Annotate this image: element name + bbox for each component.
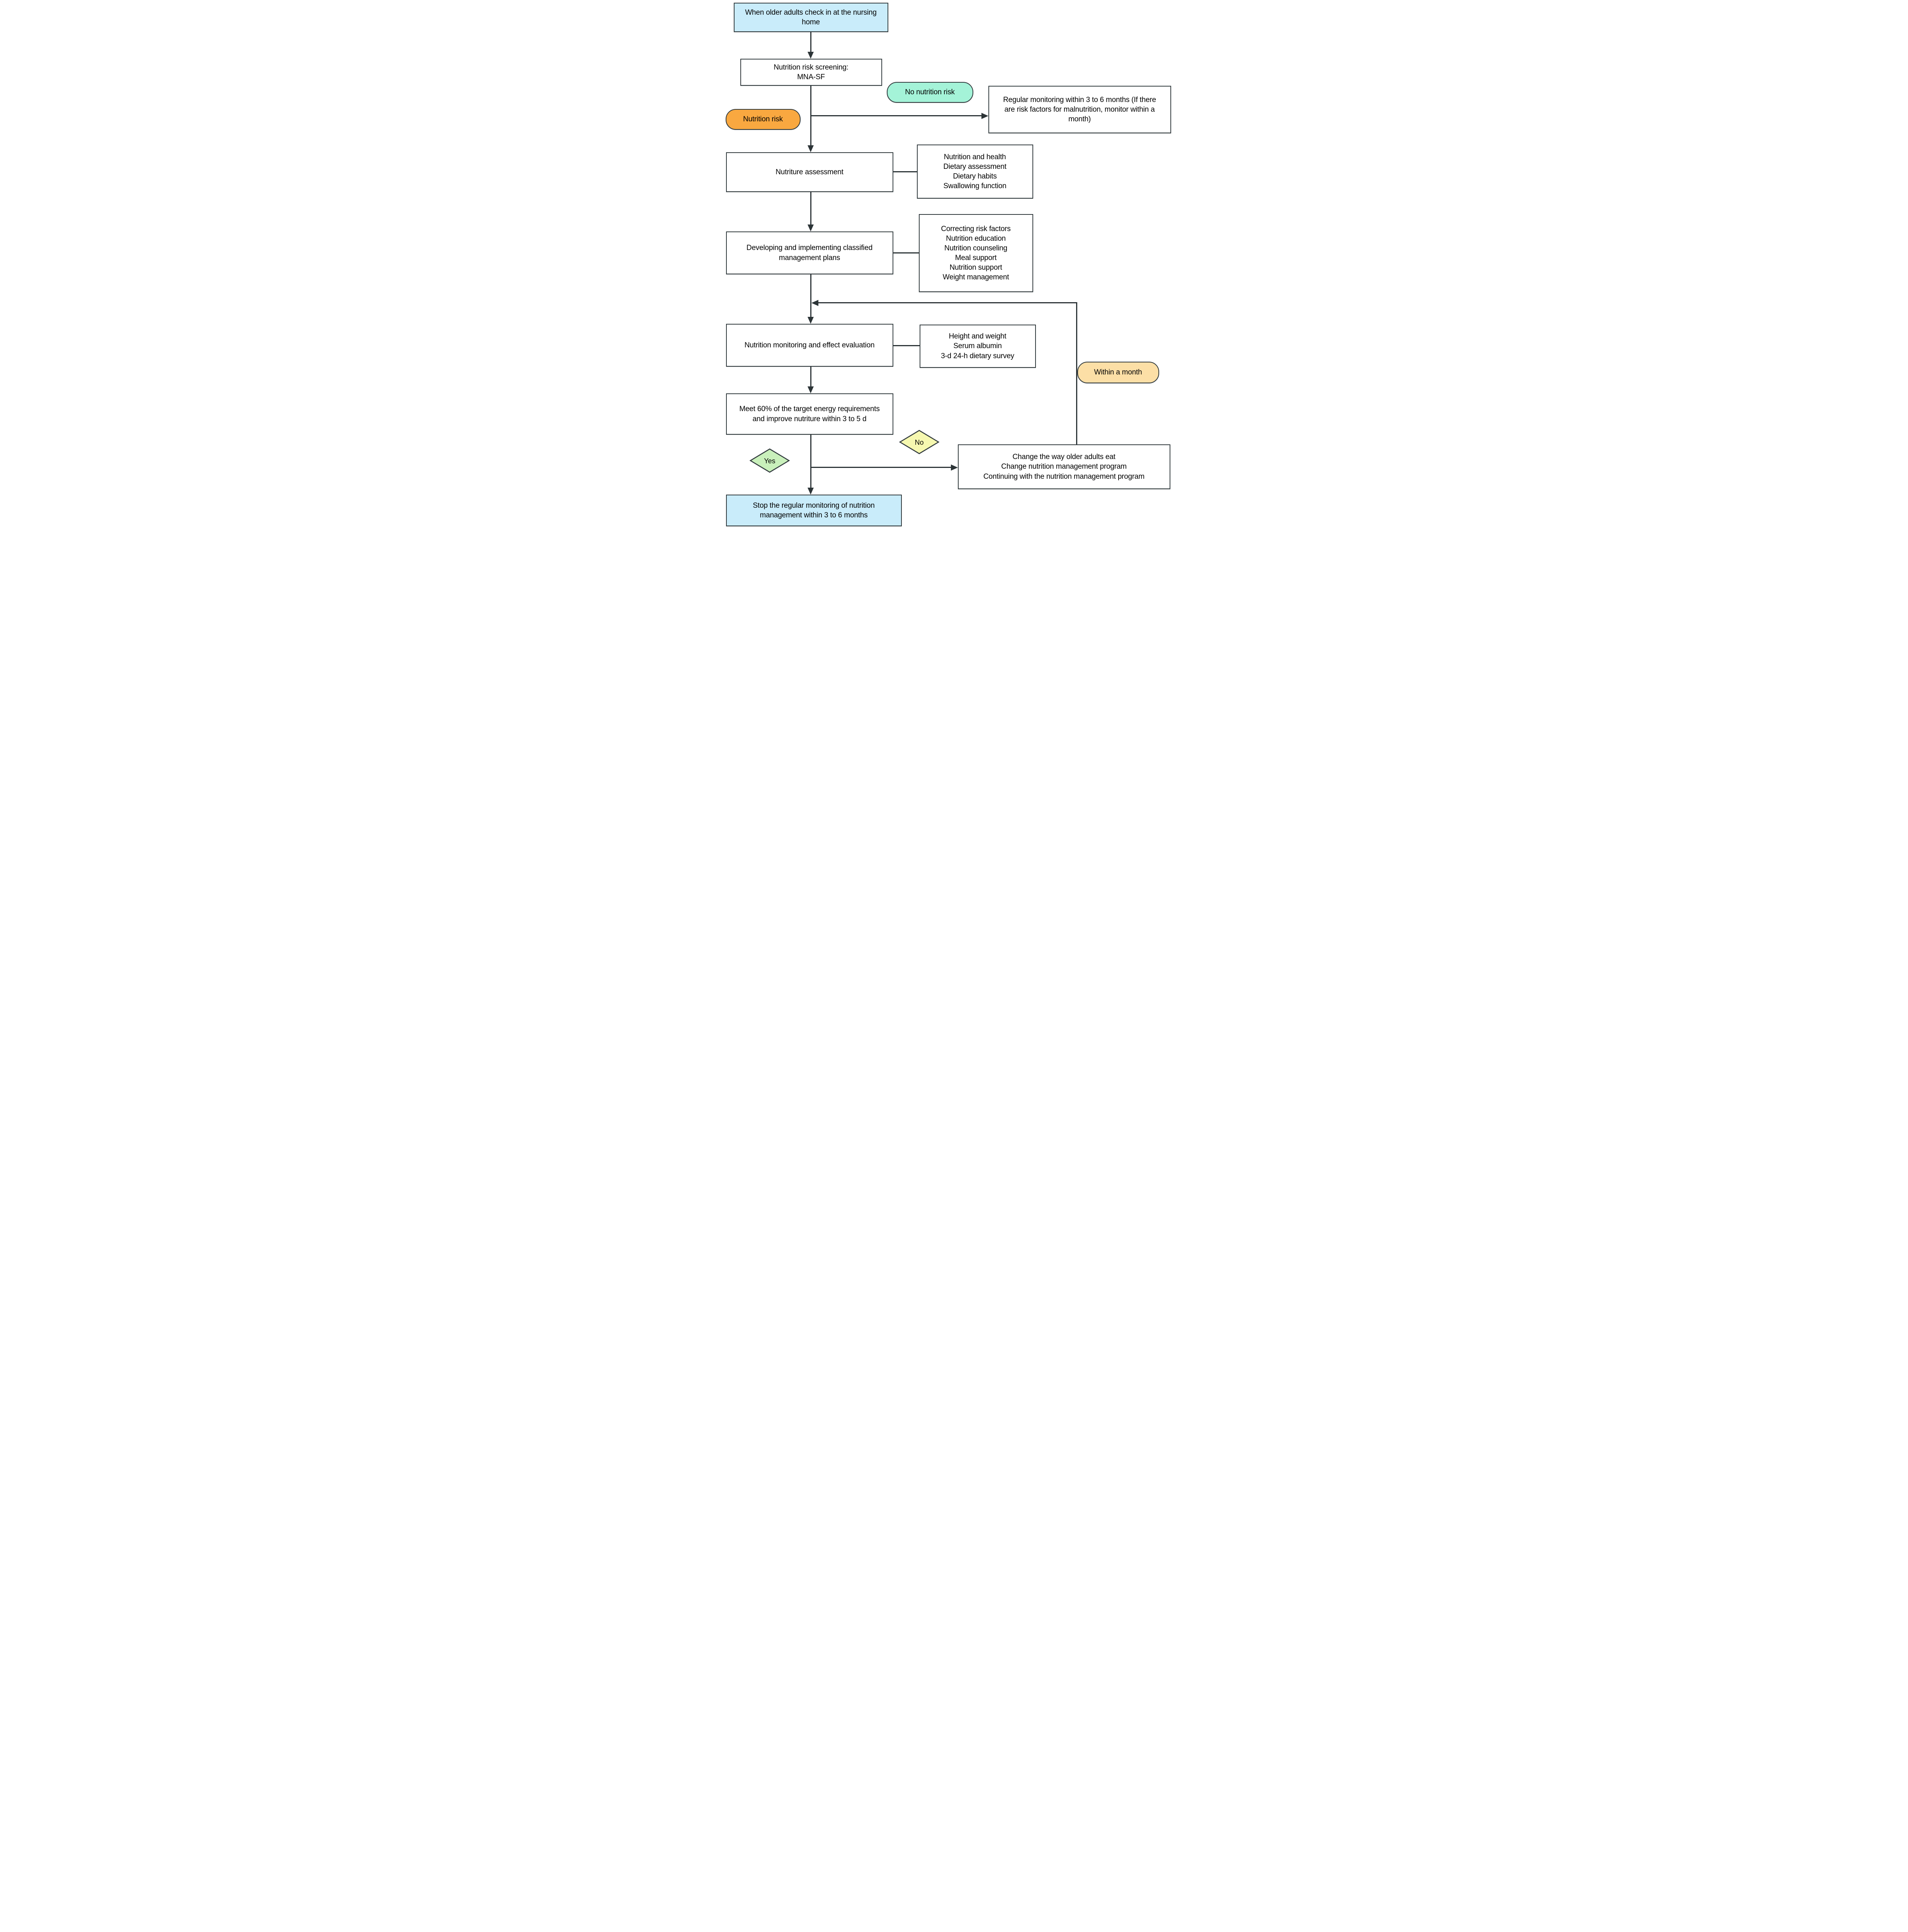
node-check-in-label: When older adults check in at the nursin… <box>745 8 877 26</box>
connector-assessment-details <box>893 171 917 172</box>
detail-box-plans: Correcting risk factors Nutrition educat… <box>918 214 1033 292</box>
node-meet-energy-target-label: Meet 60% of the target energy requiremen… <box>739 405 880 423</box>
node-monitoring-evaluation-label: Nutrition monitoring and effect evaluati… <box>744 341 875 349</box>
detail-box-monitoring-label: Height and weight Serum albumin 3-d 24-h… <box>941 332 1014 360</box>
connector-developing-monitoring <box>810 274 811 317</box>
connector-assessment-developing <box>810 192 811 225</box>
diamond-no: No <box>899 430 939 454</box>
diamond-yes-shape <box>749 448 790 473</box>
node-stop-monitoring-label: Stop the regular monitoring of nutrition… <box>753 501 875 519</box>
node-check-in: When older adults check in at the nursin… <box>733 3 888 32</box>
feedback-loop-vertical <box>1076 303 1077 444</box>
connector-norisk-branch <box>810 115 983 116</box>
node-screening-label: Nutrition risk screening: MNA-SF <box>774 63 849 81</box>
arrowhead-into-assessment <box>807 145 814 152</box>
arrowhead-into-change-program <box>951 464 958 471</box>
node-regular-monitoring-label: Regular monitoring within 3 to 6 months … <box>1003 95 1156 124</box>
detail-box-assessment-label: Nutrition and health Dietary assessment … <box>943 153 1007 190</box>
node-developing-plans-label: Developing and implementing classified m… <box>746 244 873 262</box>
connector-monitoring-details <box>893 345 920 346</box>
arrowhead-into-regular-monitoring <box>981 113 988 119</box>
connector-plan-details <box>893 252 919 253</box>
connector-no-branch <box>810 467 952 468</box>
node-nutriture-assessment: Nutriture assessment <box>726 152 893 192</box>
arrowhead-into-monitoring <box>807 317 814 324</box>
pill-nutrition-risk: Nutrition risk <box>725 109 801 130</box>
node-change-program: Change the way older adults eat Change n… <box>957 444 1170 489</box>
arrowhead-into-stop <box>807 488 814 495</box>
node-monitoring-evaluation: Nutrition monitoring and effect evaluati… <box>726 324 893 367</box>
feedback-loop-horizontal <box>816 302 1077 303</box>
diamond-no-shape <box>899 430 939 454</box>
diamond-yes: Yes <box>749 448 790 473</box>
arrowhead-into-developing <box>807 224 814 231</box>
detail-box-plans-label: Correcting risk factors Nutrition educat… <box>941 224 1011 282</box>
connector-meettarget-stop <box>810 435 811 488</box>
pill-no-nutrition-risk: No nutrition risk <box>886 82 973 103</box>
node-meet-energy-target: Meet 60% of the target energy requiremen… <box>726 393 893 435</box>
arrowhead-into-screening <box>807 52 814 59</box>
connector-checkin-screening <box>810 32 811 53</box>
node-change-program-label: Change the way older adults eat Change n… <box>983 453 1145 481</box>
connector-monitoring-meettarget <box>810 367 811 387</box>
arrowhead-feedback-into-spine <box>811 300 818 306</box>
detail-box-monitoring: Height and weight Serum albumin 3-d 24-h… <box>919 325 1036 368</box>
detail-box-assessment: Nutrition and health Dietary assessment … <box>917 145 1033 199</box>
node-regular-monitoring: Regular monitoring within 3 to 6 months … <box>988 86 1171 133</box>
node-nutriture-assessment-label: Nutriture assessment <box>775 168 843 176</box>
pill-within-a-month-label: Within a month <box>1094 368 1142 377</box>
diamond-yes-label: Yes <box>764 457 775 465</box>
pill-no-nutrition-risk-label: No nutrition risk <box>905 88 955 97</box>
node-stop-monitoring: Stop the regular monitoring of nutrition… <box>726 495 902 526</box>
flowchart: When older adults check in at the nursin… <box>715 0 1193 527</box>
node-developing-plans: Developing and implementing classified m… <box>726 231 893 274</box>
pill-nutrition-risk-label: Nutrition risk <box>743 115 783 124</box>
node-screening: Nutrition risk screening: MNA-SF <box>740 59 882 86</box>
arrowhead-into-meettarget <box>807 386 814 393</box>
pill-within-a-month: Within a month <box>1077 362 1159 383</box>
diamond-no-label: No <box>915 439 923 446</box>
